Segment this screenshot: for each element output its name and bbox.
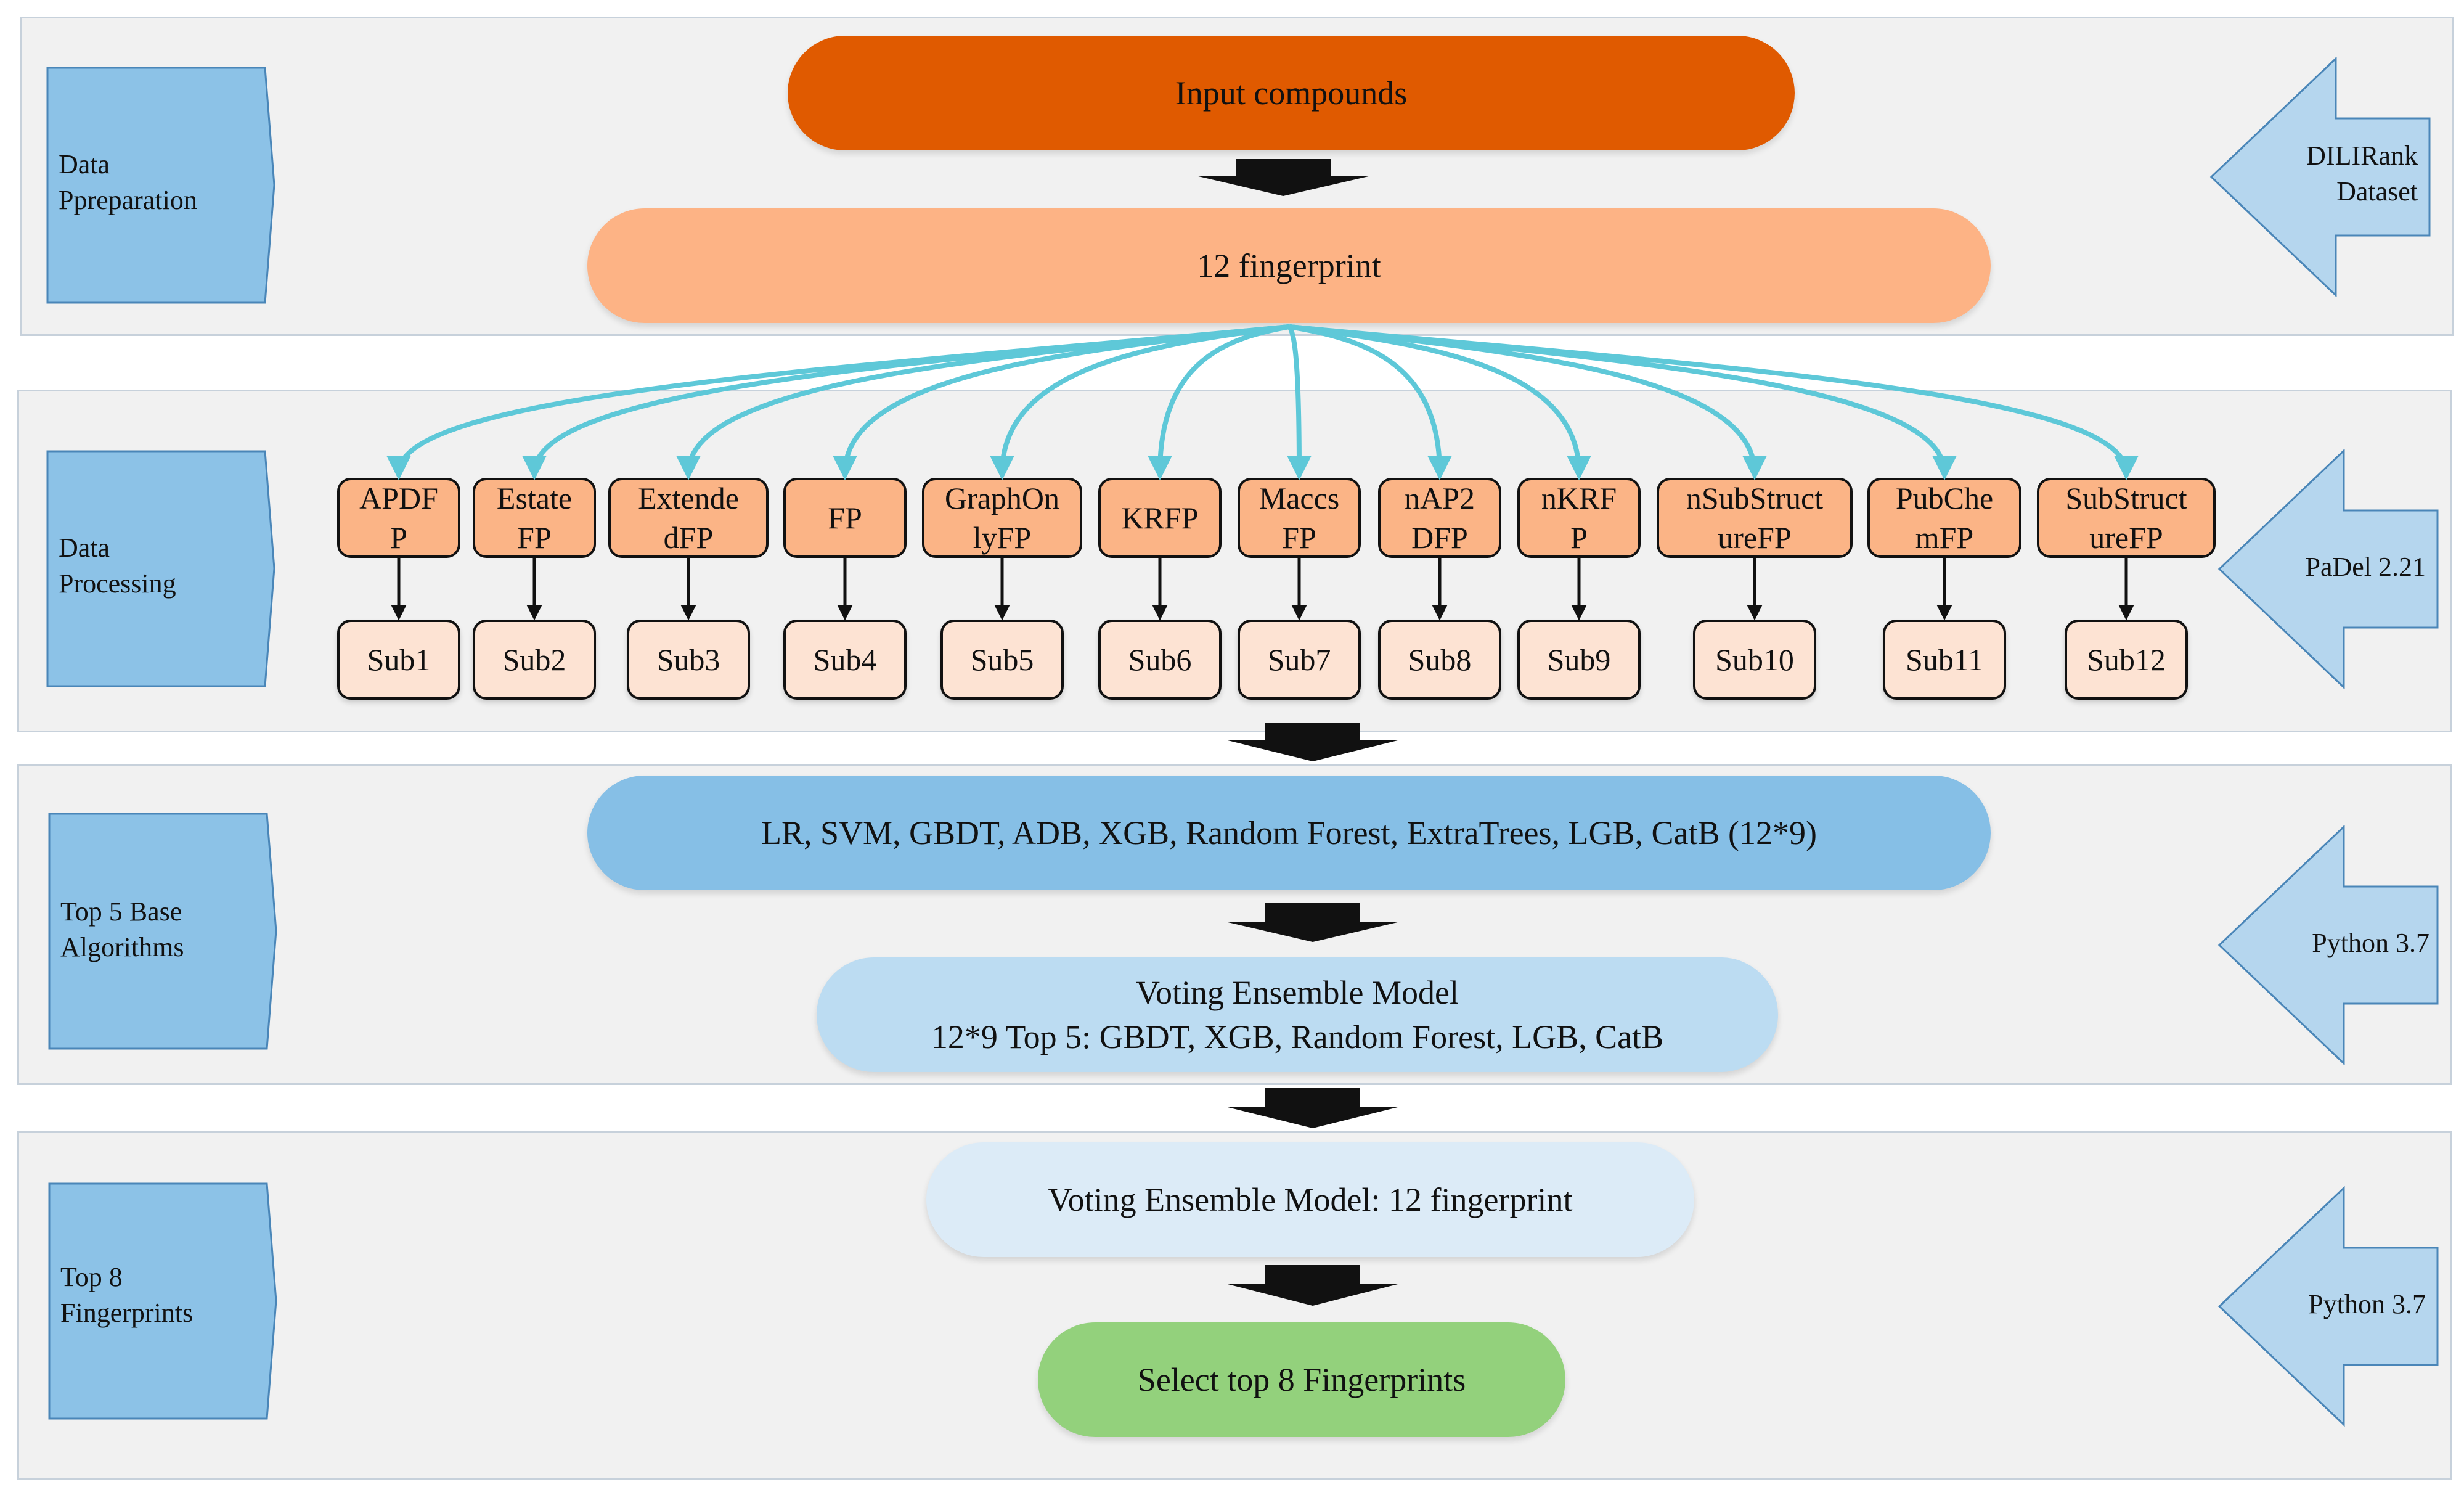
- voting-ensemble-detail: 12*9 Top 5: GBDT, XGB, Random Forest, LG…: [931, 1018, 1664, 1055]
- fingerprint-box: nSubStruct ureFP: [1657, 478, 1853, 558]
- tag-shape: [48, 1182, 277, 1420]
- section-label-line: Algorithms: [60, 932, 184, 962]
- sub-box: Sub8: [1378, 620, 1501, 700]
- fingerprint-label-line: FP: [1282, 520, 1316, 555]
- fingerprint-label-line: SubStruct: [2065, 481, 2187, 515]
- fingerprint-label-line: GraphOn: [944, 481, 1060, 515]
- fingerprint-label-line: ureFP: [2089, 520, 2163, 555]
- fingerprint-box: KRFP: [1098, 478, 1222, 558]
- fingerprint-label-line: nAP2: [1405, 481, 1475, 515]
- sub-box: Sub11: [1883, 620, 2006, 700]
- section-label-line: Top 8: [60, 1262, 123, 1292]
- sub-box: Sub6: [1098, 620, 1222, 700]
- sub-box: Sub12: [2065, 620, 2188, 700]
- left-arrow-icon: [2217, 449, 2439, 689]
- section-label-line: Processing: [59, 568, 176, 599]
- fingerprint-label-line: lyFP: [973, 520, 1032, 555]
- section-label-line: Top 5 Base: [60, 896, 182, 927]
- fingerprint-box: nKRF P: [1517, 478, 1641, 558]
- sub-box: Sub10: [1693, 620, 1816, 700]
- left-arrow-icon: [2209, 57, 2431, 297]
- tool-label-line: PaDel 2.21: [2305, 552, 2426, 582]
- sub-box: Sub2: [473, 620, 596, 700]
- sub-box: Sub5: [940, 620, 1064, 700]
- tag-shape: [48, 813, 277, 1050]
- tool-label-line: Python 3.7: [2308, 1289, 2426, 1319]
- select-top8-node: Select top 8 Fingerprints: [1038, 1322, 1565, 1437]
- fingerprint-label-line: APDF: [359, 481, 438, 515]
- fingerprint-box: Extende dFP: [608, 478, 769, 558]
- left-arrow-icon: [2217, 825, 2439, 1065]
- fingerprint-label-line: P: [390, 520, 407, 555]
- fingerprint-box: GraphOn lyFP: [922, 478, 1082, 558]
- algorithms-node: LR, SVM, GBDT, ADB, XGB, Random Forest, …: [587, 776, 1991, 890]
- section-label-line: Data: [59, 533, 110, 563]
- fingerprint-label-line: nSubStruct: [1686, 481, 1824, 515]
- fingerprint-label-line: dFP: [663, 520, 714, 555]
- input-compounds-node: Input compounds: [788, 36, 1795, 150]
- section-label-line: Data: [59, 149, 110, 179]
- fingerprint-label-line: mFP: [1915, 520, 1974, 555]
- tool-label-dilirank: DILIRank Dataset: [2209, 57, 2431, 297]
- fingerprint-label-line: Estate: [496, 481, 573, 515]
- tag-shape: [46, 450, 275, 687]
- fingerprint-label-line: nKRF: [1541, 481, 1617, 515]
- section-label-data-preparation: Data Ppreparation: [46, 67, 275, 304]
- fingerprint-label-line: PubChe: [1895, 481, 1994, 515]
- voting-ensemble-node: Voting Ensemble Model 12*9 Top 5: GBDT, …: [817, 957, 1778, 1072]
- tag-shape: [46, 67, 275, 304]
- tool-label-line: Python 3.7: [2312, 928, 2429, 958]
- fingerprint-label-line: FP: [828, 501, 862, 535]
- sub-box: Sub4: [783, 620, 907, 700]
- sub-box: Sub9: [1517, 620, 1641, 700]
- sub-box: Sub3: [627, 620, 750, 700]
- voting-ensemble-title: Voting Ensemble Model: [1136, 974, 1459, 1011]
- section-label-line: Ppreparation: [59, 185, 197, 215]
- fingerprint-label-line: Maccs: [1259, 481, 1340, 515]
- left-arrow-icon: [2217, 1186, 2439, 1427]
- fingerprint-box: PubChe mFP: [1867, 478, 2021, 558]
- fingerprint-box: APDF P: [337, 478, 460, 558]
- section-label-top8-fingerprints: Top 8 Fingerprints: [48, 1182, 277, 1420]
- block-arrow-icon: [1225, 1088, 1400, 1128]
- sub-box: Sub1: [337, 620, 460, 700]
- fingerprint-node: 12 fingerprint: [587, 208, 1991, 323]
- voting-12-fingerprint-node: Voting Ensemble Model: 12 fingerprint: [926, 1142, 1694, 1257]
- tool-label-line: DILIRank: [2306, 141, 2418, 171]
- fingerprint-label-line: Extende: [638, 481, 739, 515]
- tool-label-padel: PaDel 2.21: [2217, 449, 2439, 689]
- sub-box: Sub7: [1238, 620, 1361, 700]
- section-label-line: Fingerprints: [60, 1298, 194, 1328]
- fingerprint-box: FP: [783, 478, 907, 558]
- fingerprint-box: SubStruct ureFP: [2037, 478, 2216, 558]
- tool-label-python-fingerprints: Python 3.7: [2217, 1186, 2439, 1427]
- section-label-data-processing: Data Processing: [46, 450, 275, 687]
- fingerprint-label-line: ureFP: [1718, 520, 1792, 555]
- tool-label-python-algorithms: Python 3.7: [2217, 825, 2439, 1065]
- tool-label-line: Dataset: [2336, 176, 2418, 207]
- fingerprint-label-line: FP: [517, 520, 552, 555]
- fingerprint-label-line: P: [1570, 520, 1588, 555]
- section-label-top5-algorithms: Top 5 Base Algorithms: [48, 813, 277, 1050]
- fingerprint-label-line: DFP: [1411, 520, 1468, 555]
- fingerprint-label-line: KRFP: [1121, 501, 1199, 535]
